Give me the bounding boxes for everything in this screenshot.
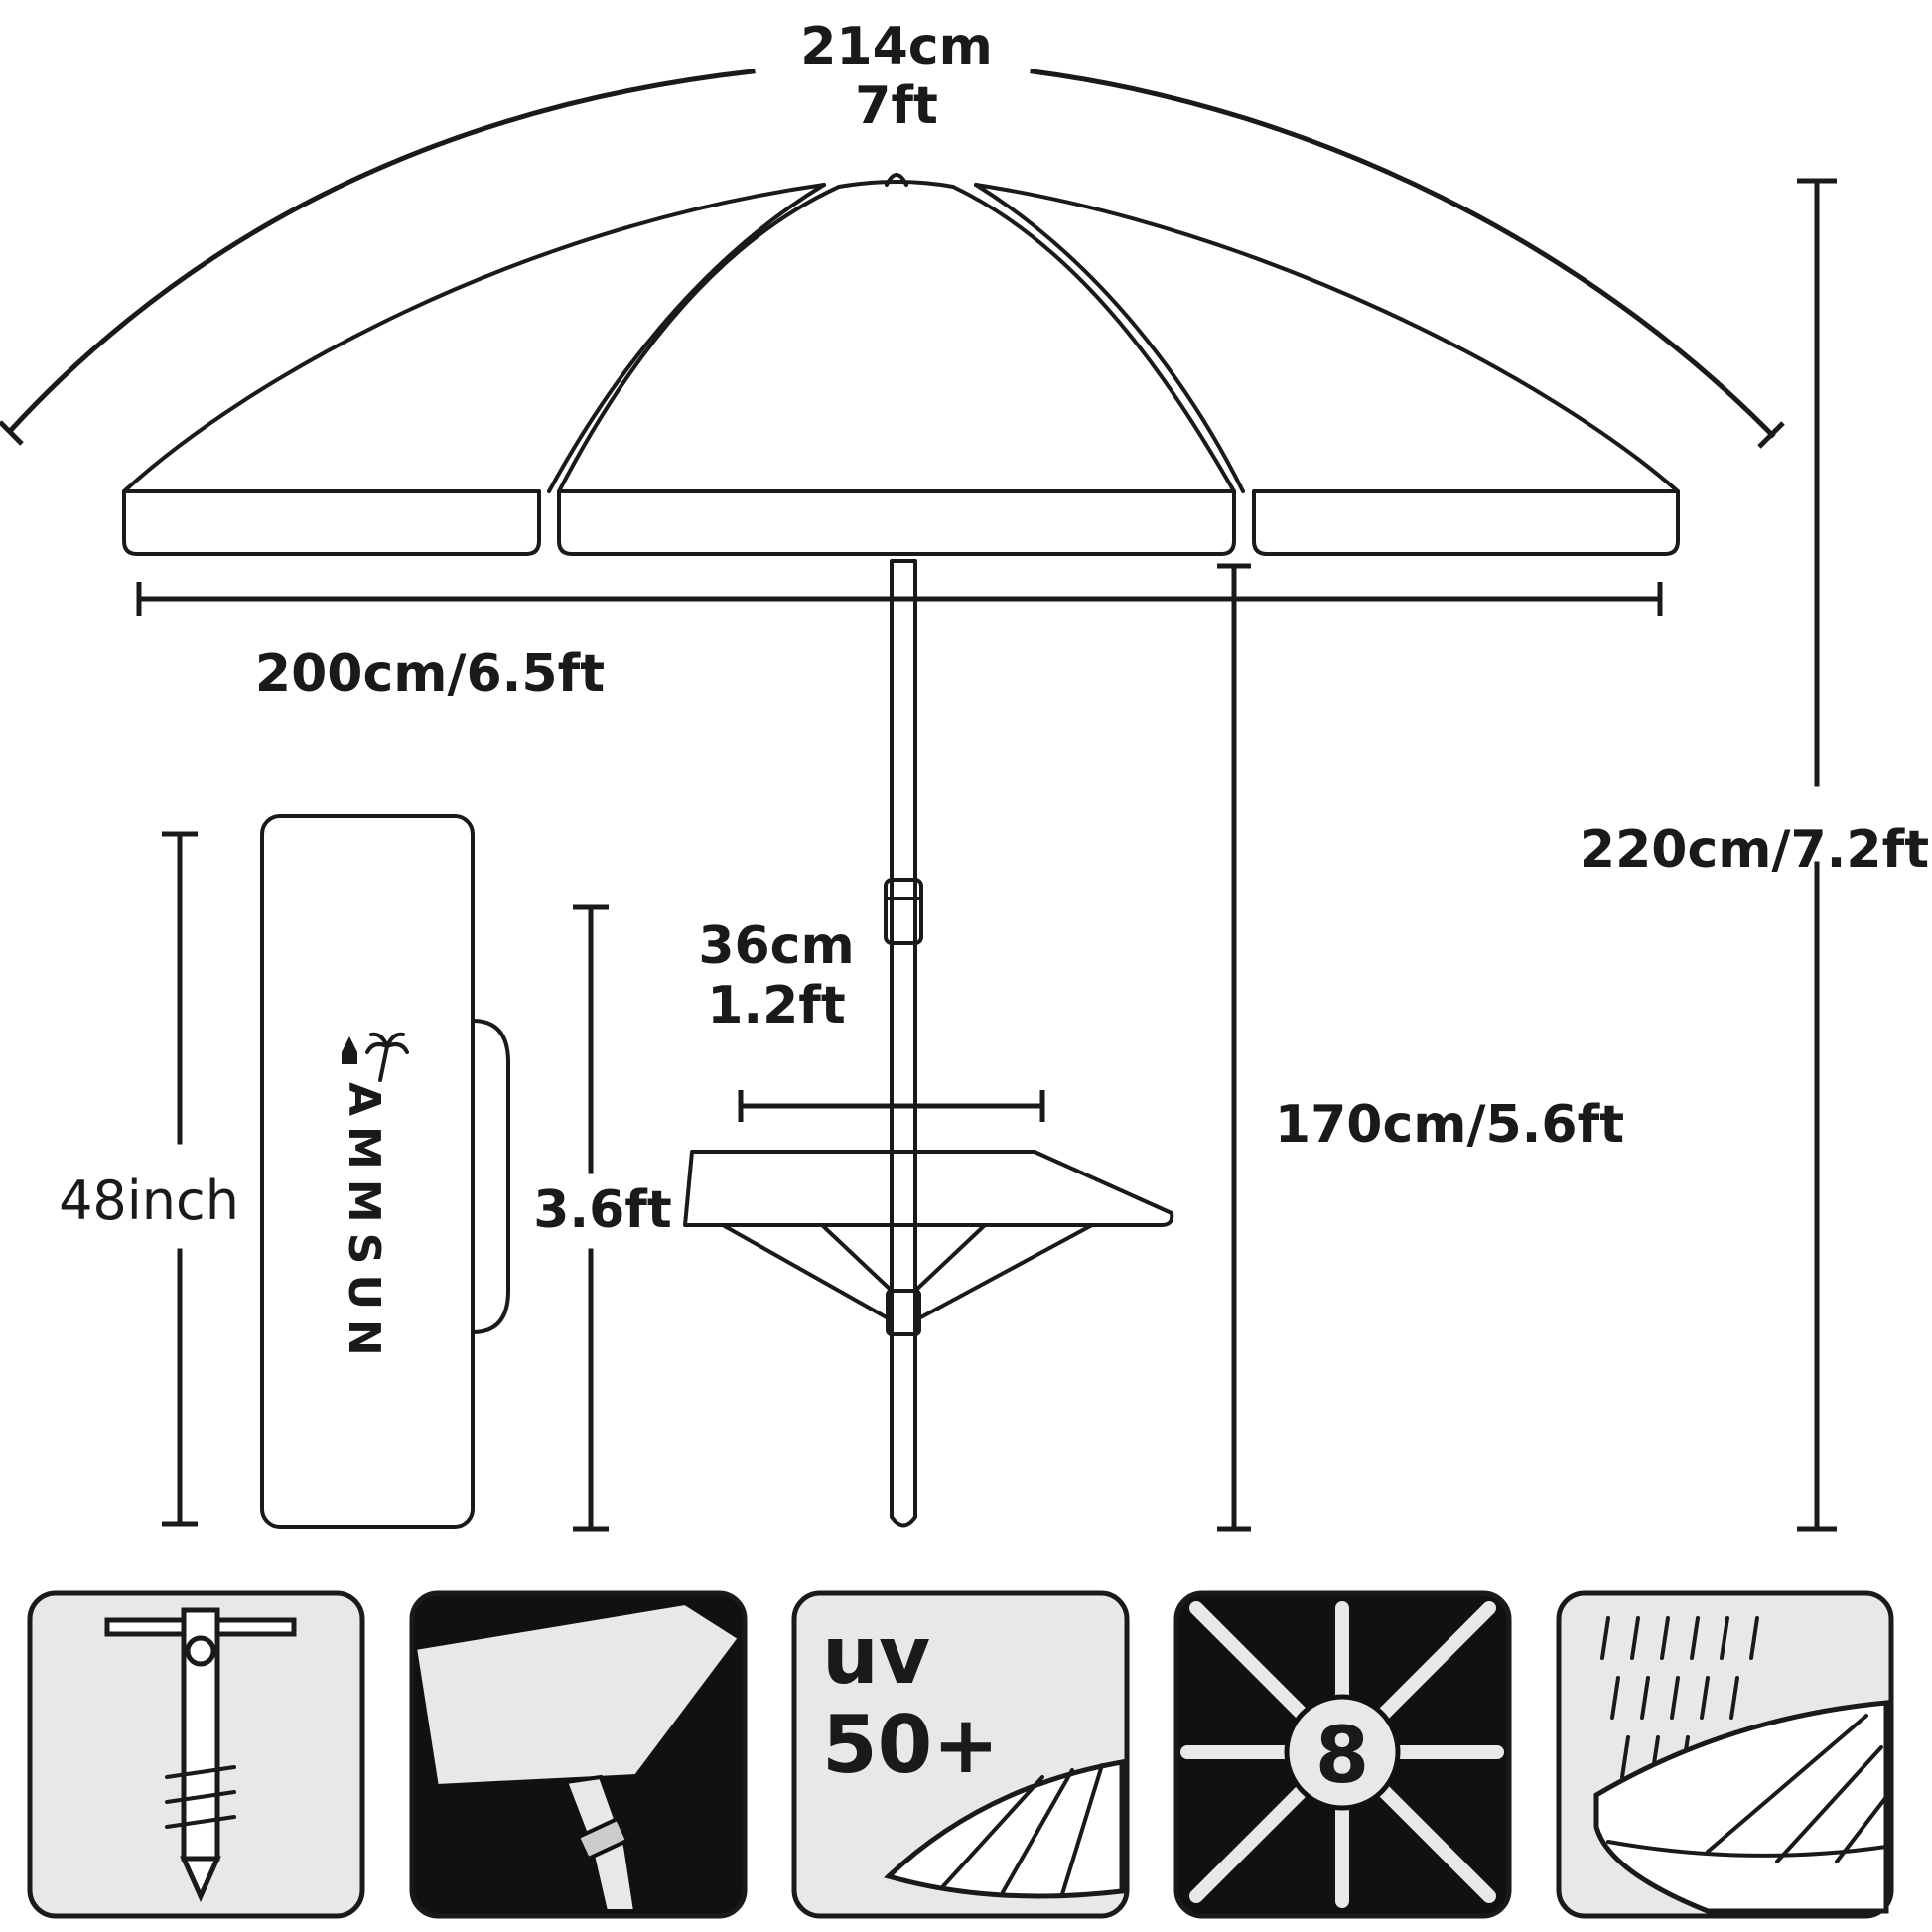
bag-length-label: 48inch (59, 1170, 239, 1232)
folded-width-ft-label: 1.2ft (707, 976, 846, 1035)
canopy-width-dimension: 200cm/6.5ft (136, 582, 1663, 704)
waterproof-icon (1593, 1616, 1889, 1914)
arc-length-ft-label: 7ft (855, 76, 938, 136)
clearance-height-dimension: 170cm/5.6ft (1217, 563, 1624, 1532)
feature-anchor-panel (27, 1590, 365, 1919)
bag-brand-label: AMMSUN (339, 1082, 389, 1366)
tilt-joint-icon (412, 1600, 743, 1913)
total-height-dimension: 220cm/7.2ft (1580, 178, 1929, 1532)
total-height-label: 220cm/7.2ft (1580, 820, 1929, 880)
uv-rating-label: 50+ (822, 1699, 999, 1791)
carry-bag: AMMSUN 48inch (59, 814, 510, 1529)
ribs-icon (1180, 1601, 1504, 1908)
sand-anchor-icon (104, 1607, 297, 1903)
uv-protection-icon: uv 50+ (822, 1609, 1125, 1899)
arc-dimension: 214cm 7ft (0, 17, 1785, 449)
feature-tilt-panel (409, 1590, 748, 1919)
feature-ribs-panel: 8 (1173, 1590, 1512, 1919)
canopy-width-label: 200cm/6.5ft (255, 644, 605, 704)
uv-label: uv (822, 1609, 930, 1702)
ribs-count-label: 8 (1315, 1712, 1369, 1801)
palm-tree-logo (342, 1032, 409, 1082)
umbrella-canopy (122, 173, 1680, 556)
folded-height-label: 3.6ft (533, 1180, 672, 1240)
feature-waterproof-panel (1556, 1590, 1894, 1919)
umbrella-pole (884, 559, 923, 1528)
clearance-height-label: 170cm/5.6ft (1275, 1095, 1624, 1155)
folded-umbrella: 36cm 1.2ft 3.6ft (533, 904, 1174, 1532)
arc-length-cm-label: 214cm (800, 17, 993, 76)
folded-width-cm-label: 36cm (698, 916, 854, 976)
feature-uv-panel: uv 50+ (791, 1590, 1130, 1919)
